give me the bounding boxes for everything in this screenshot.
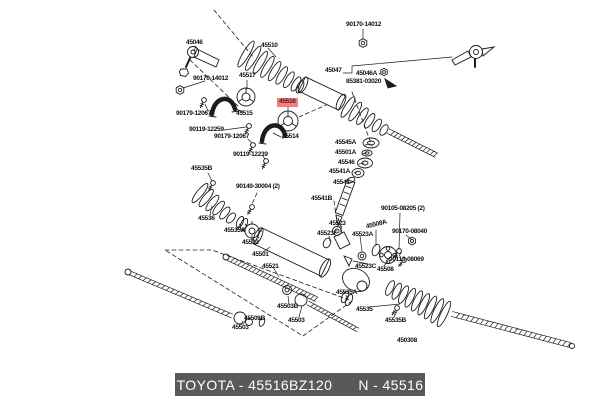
part-label-45501-32[interactable]: 45501 bbox=[252, 251, 269, 258]
part-label-45510-2[interactable]: 45510 bbox=[261, 42, 278, 49]
part-label-90113-08069-36[interactable]: 90113-08069 bbox=[389, 256, 424, 263]
part-label-45523C-34[interactable]: 45523C bbox=[355, 263, 376, 270]
bracket-45514 bbox=[259, 125, 289, 144]
part-label-45516-10-highlighted[interactable]: 45516 bbox=[277, 98, 298, 107]
part-label-45503-38[interactable]: 45503 bbox=[288, 317, 305, 324]
part-label-45503B-39[interactable]: 45503B bbox=[244, 315, 265, 322]
part-label-45503-40[interactable]: 45503 bbox=[232, 324, 249, 331]
tie-rod-right-long bbox=[451, 312, 570, 348]
valve-housing-bottom bbox=[322, 232, 382, 296]
part-label-45523F-28[interactable]: 45523F bbox=[317, 230, 338, 237]
part-label-45508-35[interactable]: 45508 bbox=[377, 266, 394, 273]
part-label-45503B-37[interactable]: 45503B bbox=[277, 303, 298, 310]
inner-tie-rod-center bbox=[283, 286, 359, 332]
bracket-45515 bbox=[209, 99, 239, 117]
spider-45508 bbox=[380, 247, 397, 264]
grommet-45516-highlight-part[interactable] bbox=[278, 111, 298, 131]
part-label-45535-42[interactable]: 45535 bbox=[356, 306, 373, 313]
part-label-45047-5[interactable]: 45047 bbox=[325, 67, 342, 74]
joint-45522 bbox=[243, 222, 262, 241]
part-label-45523A-29[interactable]: 45523A bbox=[352, 231, 373, 238]
part-label-45541B-22[interactable]: 45541B bbox=[311, 195, 332, 202]
boot-45536 bbox=[190, 182, 237, 225]
part-label-45536-24[interactable]: 45536 bbox=[198, 215, 215, 222]
part-label-45541A-20[interactable]: 45541A bbox=[329, 168, 350, 175]
tie-rod-end-left bbox=[180, 47, 220, 77]
footer-ref: N - 45516 bbox=[358, 376, 424, 393]
tie-rod-end-right bbox=[452, 46, 494, 68]
part-label-90105-082052-23[interactable]: 90105-08205 (2) bbox=[381, 205, 425, 212]
footer-brand-part: TOYOTA - 45516BZ120 bbox=[176, 376, 333, 393]
part-label-90179-12067-12[interactable]: 90179-12067 bbox=[214, 133, 250, 140]
part-label-85381-03020-7[interactable]: 85381-03020 bbox=[346, 78, 382, 85]
part-label-90170-08040-31[interactable]: 90170-08040 bbox=[392, 228, 428, 235]
part-label-450308-44[interactable]: 450308 bbox=[397, 337, 417, 344]
part-label-45501A-18[interactable]: 45501A bbox=[335, 149, 356, 156]
part-label-45523-27[interactable]: 45523 bbox=[329, 220, 346, 227]
ball-socket-left bbox=[234, 312, 266, 327]
part-label-45521-33[interactable]: 45521 bbox=[262, 263, 279, 270]
pinion-bearing-stack bbox=[352, 138, 379, 178]
boot-45535 bbox=[384, 279, 453, 328]
pinion-shaft-45541 bbox=[333, 176, 356, 235]
part-label-90170-14012-3[interactable]: 90170-14012 bbox=[193, 75, 229, 82]
part-label-45545A-17[interactable]: 45545A bbox=[335, 139, 356, 146]
rack-end-rod-top bbox=[387, 129, 438, 157]
rack-housing-bottom bbox=[251, 226, 333, 278]
grease-arrow bbox=[385, 79, 396, 88]
part-label-90149-300042-16[interactable]: 90149-30004 (2) bbox=[236, 183, 280, 190]
part-label-45514-13[interactable]: 45514 bbox=[282, 133, 299, 140]
steering-gear-boot-right bbox=[339, 95, 390, 137]
part-label-45535A-25[interactable]: 45535A bbox=[224, 227, 245, 234]
part-label-90119-12239-14[interactable]: 90119-12239 bbox=[233, 151, 268, 158]
part-label-45508A-30[interactable]: 45508A bbox=[365, 218, 388, 231]
part-label-90119-12259-11[interactable]: 90119-12259 bbox=[189, 126, 224, 133]
inner-tie-rod-left bbox=[129, 271, 233, 318]
part-label-45535A-41[interactable]: 45535A bbox=[336, 289, 357, 296]
part-label-45535B-43[interactable]: 45535B bbox=[385, 317, 406, 324]
part-label-45541-21[interactable]: 45541 bbox=[333, 179, 350, 186]
part-label-45535B-15[interactable]: 45535B bbox=[191, 165, 212, 172]
part-label-45046A-6[interactable]: 45046A bbox=[356, 70, 377, 77]
rack-housing-top bbox=[296, 76, 348, 111]
part-label-45515-9[interactable]: 45515 bbox=[236, 110, 253, 117]
footer-bar: TOYOTA - 45516BZ120 N - 45516 bbox=[175, 373, 425, 396]
part-label-90179-12067-8[interactable]: 90179-12067 bbox=[176, 110, 212, 117]
part-label-45546-19[interactable]: 45546 bbox=[338, 159, 355, 166]
grommet-45517 bbox=[237, 88, 255, 106]
part-label-45522-26[interactable]: 45522 bbox=[242, 239, 259, 246]
part-label-45517-4[interactable]: 45517 bbox=[239, 72, 256, 79]
part-label-45046-1[interactable]: 45046 bbox=[186, 39, 203, 46]
part-label-90170-14012-0[interactable]: 90170-14012 bbox=[346, 21, 382, 28]
ring-45535a-right bbox=[340, 290, 355, 306]
